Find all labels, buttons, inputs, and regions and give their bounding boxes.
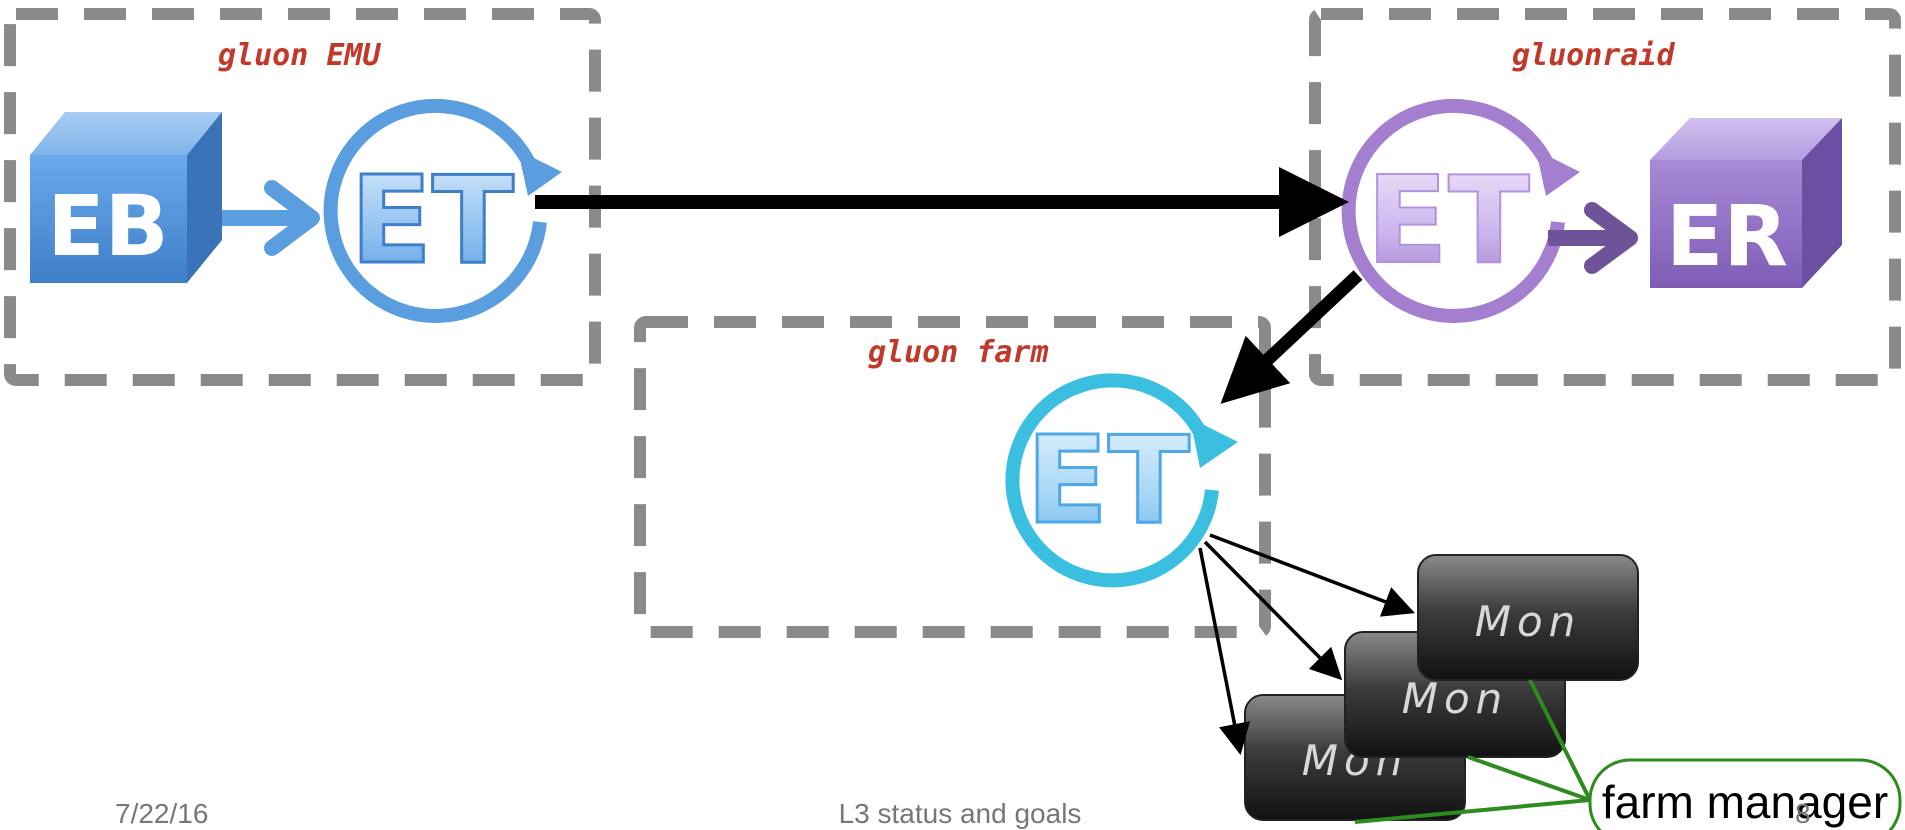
et-farm-label: ET bbox=[1026, 412, 1190, 551]
mon-box-1: Mon bbox=[1417, 554, 1639, 681]
et-emu-label: ET bbox=[350, 152, 514, 291]
manager-connectors bbox=[1354, 679, 1592, 824]
group-label-farm: gluon farm bbox=[868, 335, 1049, 370]
raid-to-farm-arrow bbox=[1220, 270, 1363, 404]
footer-title: L3 status and goals bbox=[839, 798, 1082, 829]
eb-to-et-arrow bbox=[222, 180, 320, 256]
et-raid-label: ET bbox=[1366, 152, 1530, 291]
mon-label-2: Mon bbox=[1402, 674, 1509, 723]
farm-manager-label: farm manager bbox=[1602, 776, 1888, 828]
et-to-mon-arrow-3 bbox=[1198, 547, 1251, 756]
group-box-farm bbox=[634, 316, 1271, 638]
et-to-mon-arrow-1 bbox=[1209, 533, 1415, 617]
et-farm: ET bbox=[1005, 373, 1238, 588]
mon-label-1: Mon bbox=[1475, 597, 1582, 646]
et-raid: ET bbox=[1341, 98, 1580, 323]
er-cube: ER bbox=[1650, 118, 1842, 288]
group-label-emu: gluon EMU bbox=[218, 38, 381, 73]
farm-manager: farm manager bbox=[1588, 758, 1902, 830]
group-box-raid bbox=[1309, 8, 1901, 386]
et-emu: ET bbox=[323, 98, 562, 323]
footer-page: 8 bbox=[1795, 798, 1811, 829]
eb-label: EB bbox=[47, 177, 168, 275]
et-to-er-arrow bbox=[1548, 202, 1638, 274]
footer-date: 7/22/16 bbox=[115, 798, 208, 829]
eb-cube: EB bbox=[30, 112, 222, 283]
et-to-mon-arrow-2 bbox=[1203, 540, 1343, 681]
group-label-raid: gluonraid bbox=[1512, 38, 1675, 73]
er-label: ER bbox=[1666, 187, 1788, 285]
